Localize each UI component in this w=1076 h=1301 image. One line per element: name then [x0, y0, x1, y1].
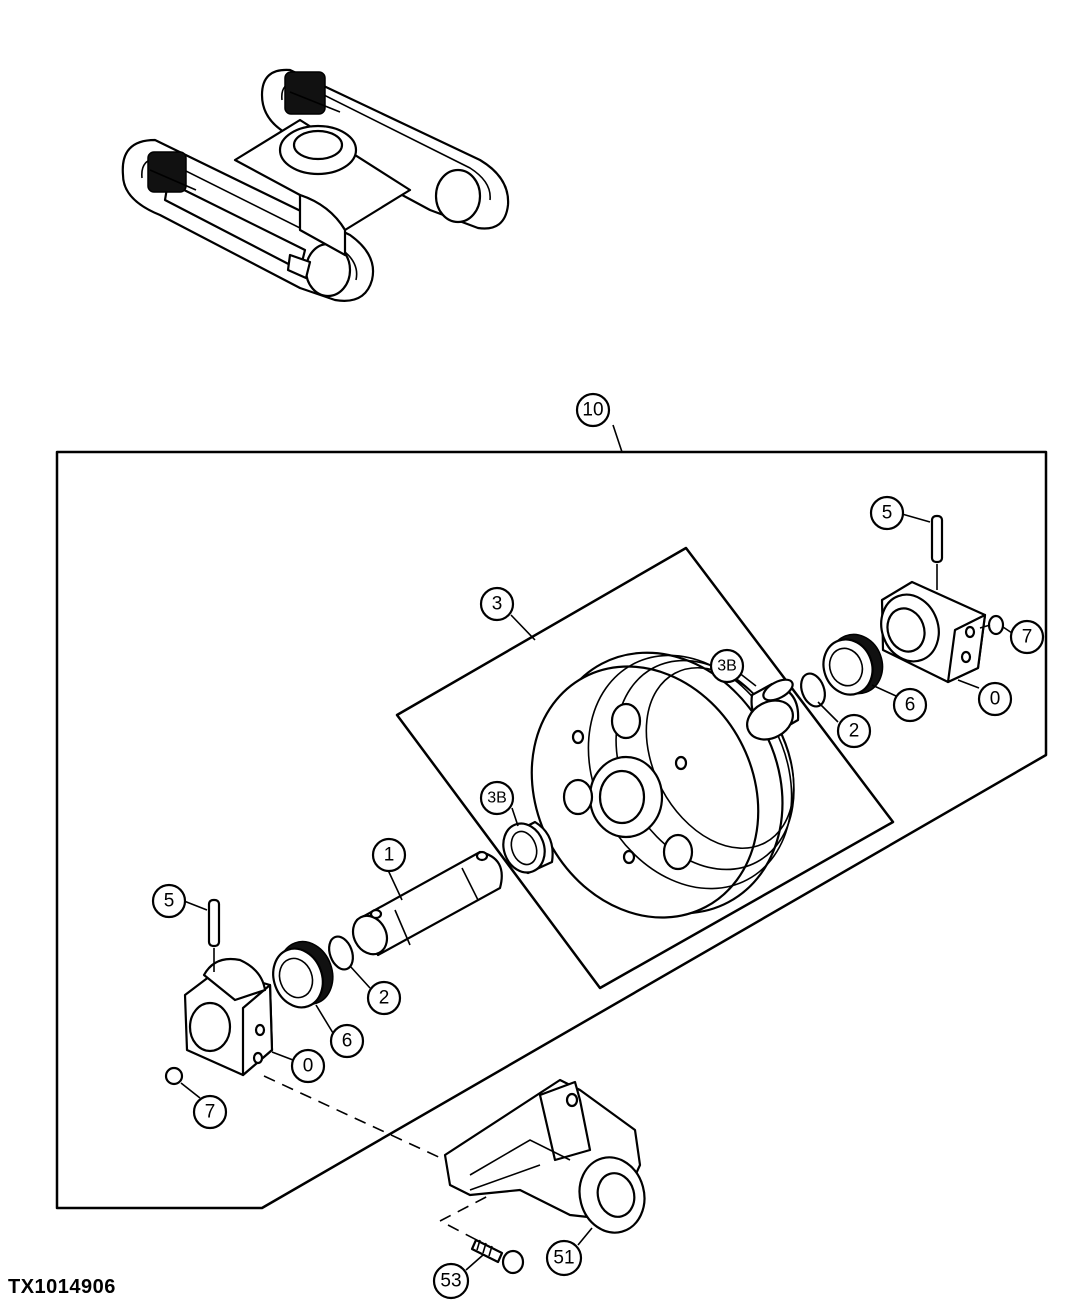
assembly-frame: [55, 424, 1048, 1210]
callout-5-left-label: 5: [164, 891, 175, 912]
pin-5-right: [930, 514, 944, 590]
bushing-3b-right: [746, 678, 800, 741]
callout-2-right: 2: [836, 713, 872, 749]
bearing-block-0-left: [183, 957, 274, 1077]
plug-7-left: [164, 1066, 184, 1086]
callout-53-label: 53: [440, 1271, 461, 1292]
yoke-bracket-51: [443, 1078, 646, 1234]
callout-53: 53: [432, 1262, 470, 1300]
leader-3: [510, 614, 536, 641]
seal-6-left: [272, 940, 334, 1009]
callout-0-right-label: 0: [990, 689, 1001, 710]
callout-6-right: 6: [892, 687, 928, 723]
track-frame-locator: [121, 68, 510, 302]
callout-10-label: 10: [582, 400, 603, 421]
callout-3b-right-label: 3B: [717, 658, 737, 675]
callout-5-right-label: 5: [882, 503, 893, 524]
callout-5-right: 5: [869, 495, 905, 531]
callout-5-left: 5: [151, 883, 187, 919]
callout-7-left: 7: [192, 1094, 228, 1130]
callout-2-right-label: 2: [849, 721, 860, 742]
bushing-3b-left: [502, 820, 554, 875]
callout-0-left: 0: [290, 1048, 326, 1084]
callout-3: 3: [479, 586, 515, 622]
figure-id: TX1014906: [8, 1276, 116, 1298]
callout-2-left: 2: [366, 980, 402, 1016]
alignment-lines: [263, 1075, 491, 1248]
callout-51: 51: [545, 1239, 583, 1277]
o-ring-2-right: [800, 672, 826, 708]
callout-7-right-label: 7: [1022, 627, 1033, 648]
callout-6-right-label: 6: [905, 695, 916, 716]
seal-6-right: [822, 633, 884, 696]
callout-2-left-label: 2: [379, 988, 390, 1009]
plug-7-right: [979, 614, 1005, 636]
callout-1: 1: [371, 837, 407, 873]
callout-3b-right: 3B: [709, 648, 745, 684]
callout-6-left: 6: [329, 1023, 365, 1059]
o-ring-2-left: [328, 935, 354, 971]
callout-51-label: 51: [553, 1248, 574, 1269]
callout-0-right: 0: [977, 681, 1013, 717]
callout-10: 10: [575, 392, 611, 428]
bolt-53: [470, 1238, 525, 1275]
callout-7-right: 7: [1009, 619, 1045, 655]
callout-3b-left: 3B: [479, 780, 515, 816]
leader-lines: [180, 513, 1013, 1271]
callout-7-left-label: 7: [205, 1102, 216, 1123]
idler-subassembly-frame: [395, 546, 895, 990]
bearing-block-0-right: [880, 580, 987, 684]
callout-6-left-label: 6: [342, 1031, 353, 1052]
callout-1-label: 1: [384, 845, 395, 866]
callout-3b-left-label: 3B: [487, 790, 507, 807]
callout-3-label: 3: [492, 594, 503, 615]
callout-0-left-label: 0: [303, 1056, 314, 1077]
idler-shaft: [351, 850, 503, 957]
pin-5-left: [207, 898, 221, 972]
